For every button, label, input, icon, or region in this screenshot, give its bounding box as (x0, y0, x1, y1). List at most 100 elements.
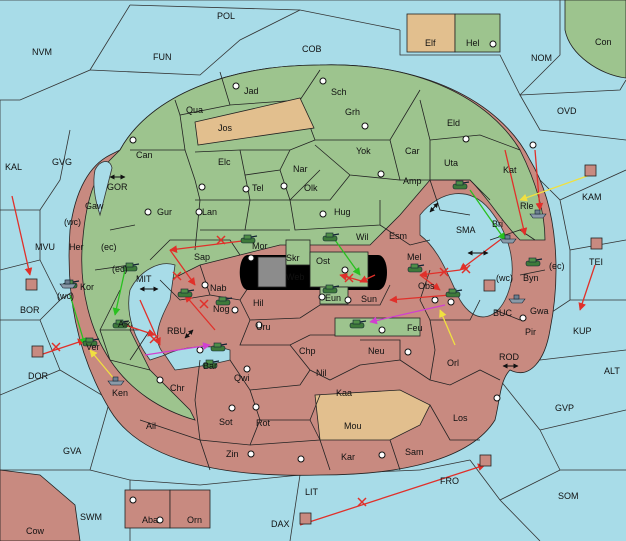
land-ken-label: Ken (112, 388, 128, 398)
land-chp-label: Chp (299, 346, 316, 356)
land-nar-label: Nar (293, 164, 308, 174)
land-ver-label: Ver (86, 342, 100, 352)
land-esm-label: Esm (389, 231, 407, 241)
sea-som-label: SOM (558, 491, 579, 501)
land-sot-label: Sot (219, 417, 233, 427)
land-alk-label: Alk (118, 319, 131, 329)
land-kaa-label: Kaa (336, 388, 352, 398)
land-pir-label: Pir (525, 327, 536, 337)
land-kor-label: Kor (80, 282, 94, 292)
coast-wc-label: (wc) (57, 291, 74, 301)
land-zin-label: Zin (226, 449, 239, 459)
land-uru-label: Uru (256, 322, 271, 332)
coast-ec-label: (ec) (112, 264, 128, 274)
territory-cow[interactable] (0, 469, 81, 541)
territory-orn[interactable] (169, 489, 211, 529)
land-car-label: Car (405, 146, 420, 156)
sea-lit-label: LIT (305, 487, 319, 497)
land-neu-label: Neu (368, 346, 385, 356)
land-kat-label: Kat (503, 165, 517, 175)
land-nog-label: Nog (213, 304, 230, 314)
land-olk-label: Olk (304, 183, 318, 193)
sea-swm-label: SWM (80, 512, 102, 522)
land-qua-label: Qua (186, 105, 203, 115)
land-kar-label: Kar (341, 452, 355, 462)
inner-sea-gor[interactable] (93, 161, 113, 217)
land-orl-label: Orl (447, 358, 459, 368)
land-ail-label: Ail (146, 421, 156, 431)
land-los-label: Los (453, 413, 468, 423)
land-gaw-label: Gaw (85, 201, 104, 211)
land-elc-label: Elc (218, 157, 231, 167)
land-jad-label: Jad (244, 86, 259, 96)
sea-kam-label: KAM (582, 192, 602, 202)
sea-orn-label: Orn (187, 515, 202, 525)
sea-nom-label: NOM (531, 53, 552, 63)
land-eld-label: Eld (447, 118, 460, 128)
sea-buc-label: BUC (493, 308, 513, 318)
sea-fun-label: FUN (153, 52, 172, 62)
land-qwi-label: Qwi (234, 373, 250, 383)
land-her-label: Her (69, 242, 84, 252)
sea-bor-label: BOR (20, 305, 40, 315)
sea-gva-label: GVA (63, 446, 81, 456)
land-byn-label: Byn (523, 273, 539, 283)
land-mou-label: Mou (344, 421, 362, 431)
land-chr-label: Chr (170, 383, 185, 393)
sea-rod-label: ROD (499, 352, 520, 362)
supply-centers (129, 40, 537, 524)
sea-gor-label: GOR (107, 182, 128, 192)
sea-kal-label: KAL (5, 162, 22, 172)
sea-pieces (25, 164, 603, 525)
sea-alt-label: ALT (604, 366, 620, 376)
passage-arrows (109, 174, 519, 369)
land-gur-label: Gur (157, 207, 172, 217)
sea-cob-label: COB (302, 44, 322, 54)
land-gwa-label: Gwa (530, 306, 549, 316)
territory-borders (94, 69, 536, 361)
land-sam-label: Sam (405, 447, 424, 457)
sea-dor-label: DOR (28, 371, 49, 381)
sea-cow-label: Cow (26, 526, 45, 536)
land-hil-label: Hil (253, 298, 264, 308)
land-lan-label: Lan (202, 207, 217, 217)
land-grh-label: Grh (345, 107, 360, 117)
land-eun-label: Eun (325, 293, 341, 303)
land-bri-label: Bri (492, 219, 503, 229)
sea-rbu-label: RBU (167, 326, 186, 336)
coast-ec-label: (ec) (101, 242, 117, 252)
land-sch-label: Sch (331, 87, 347, 97)
sea-pol-label: POL (217, 11, 235, 21)
territory-jos[interactable] (194, 97, 315, 146)
legend-elf-box (406, 13, 456, 53)
sea-nvm-label: NVM (32, 47, 52, 57)
land-feu-label: Feu (407, 323, 423, 333)
land-wil-label: Wil (356, 232, 369, 242)
sea-mvu-label: MVU (35, 242, 55, 252)
sea-gvg-label: GVG (52, 157, 72, 167)
coast-wc-label: (wc) (64, 217, 81, 227)
territory-web[interactable] (257, 256, 287, 288)
sea-kup-label: KUP (573, 326, 592, 336)
sea-con-label: Con (595, 37, 612, 47)
territory-skr[interactable] (285, 239, 311, 266)
land-skr-label: Skr (286, 253, 300, 263)
land-obs-label: Obs (418, 281, 435, 291)
land-mor-label: Mor (252, 241, 268, 251)
land-mel-label: Mel (407, 252, 422, 262)
legend-hel-label: Hel (466, 38, 480, 48)
land-amp-label: Amp (403, 176, 422, 186)
land-can-label: Can (136, 150, 153, 160)
land-sap-label: Sap (194, 252, 210, 262)
labels: Elf Hel POL COB FUN NVM NOM Con OVD KAL … (5, 11, 620, 536)
sea-gvp-label: GVP (555, 403, 574, 413)
sea-sma-label: SMA (456, 225, 476, 235)
sea-dax-label: DAX (271, 519, 290, 529)
land-uta-label: Uta (444, 158, 458, 168)
sea-fro-label: FRO (440, 476, 459, 486)
legend-elf-label: Elf (425, 38, 436, 48)
sea-ovd-label: OVD (557, 106, 577, 116)
sea-aba-label: Aba (142, 515, 158, 525)
land-rle-label: Rle (520, 201, 534, 211)
